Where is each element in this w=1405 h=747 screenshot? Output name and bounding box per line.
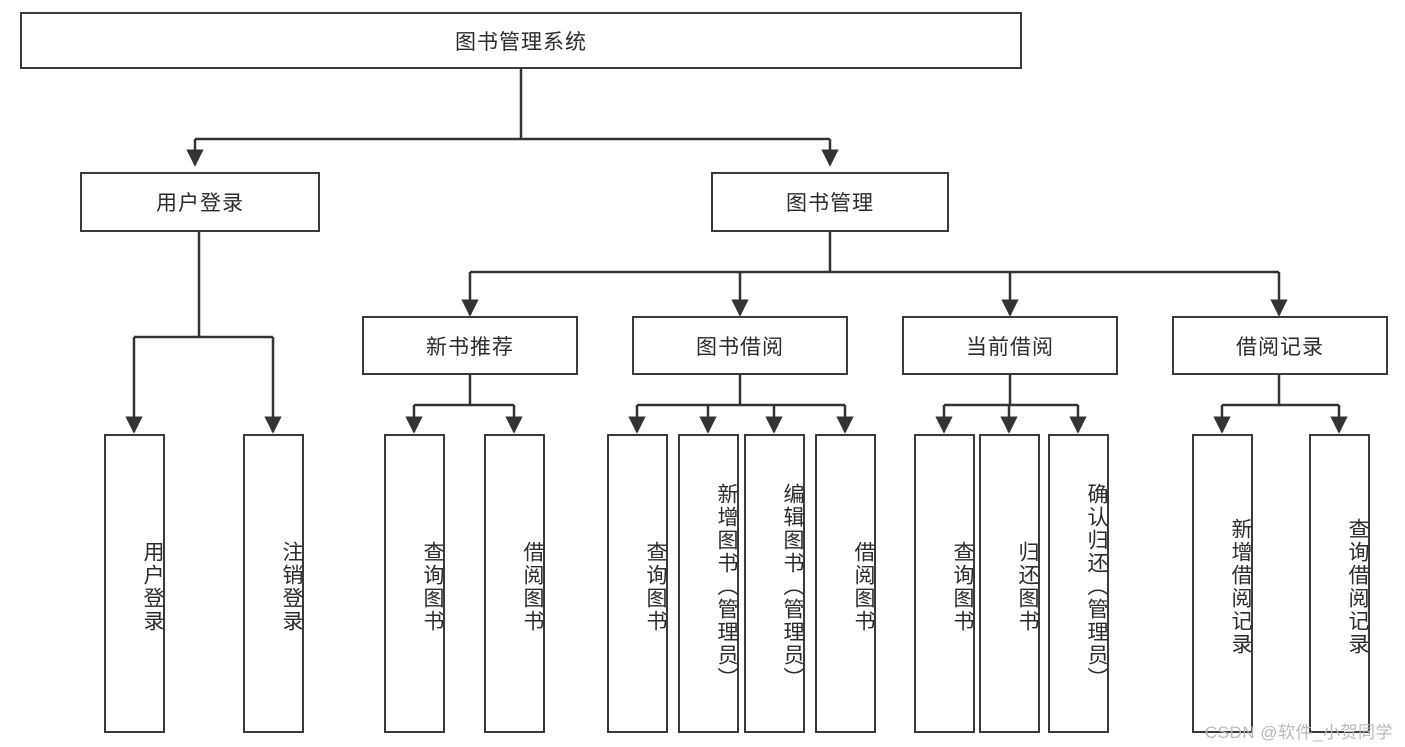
leaf-add-book-admin-label: 新增图书（管理员） bbox=[715, 483, 738, 690]
leaf-add-borrow-record[interactable]: 新增借阅记录 bbox=[1192, 434, 1253, 733]
watermark-text: CSDN @软件_小贺同学 bbox=[1204, 723, 1393, 742]
node-new-book-recommend-label: 新书推荐 bbox=[426, 335, 514, 359]
leaf-confirm-return-admin[interactable]: 确认归还（管理员） bbox=[1048, 434, 1109, 733]
leaf-query-books-current[interactable]: 查询图书 bbox=[914, 434, 975, 733]
node-new-book-recommend[interactable]: 新书推荐 bbox=[362, 316, 578, 375]
leaf-edit-book-admin[interactable]: 编辑图书（管理员） bbox=[744, 434, 805, 733]
leaf-confirm-return-admin-label: 确认归还（管理员） bbox=[1085, 483, 1108, 690]
leaf-query-books-new[interactable]: 查询图书 bbox=[384, 434, 445, 733]
leaf-query-books-current-label: 查询图书 bbox=[951, 540, 974, 633]
leaf-return-book-label: 归还图书 bbox=[1016, 540, 1039, 633]
leaf-borrow-book-label: 借阅图书 bbox=[852, 540, 875, 633]
leaf-query-borrow-record[interactable]: 查询借阅记录 bbox=[1309, 434, 1370, 733]
leaf-logout-label: 注销登录 bbox=[280, 540, 303, 633]
node-root-label: 图书管理系统 bbox=[455, 30, 587, 54]
leaf-add-borrow-record-label: 新增借阅记录 bbox=[1229, 517, 1252, 656]
node-book-management-label: 图书管理 bbox=[786, 192, 874, 215]
leaf-query-books-borrow[interactable]: 查询图书 bbox=[607, 434, 668, 733]
node-user-login-label: 用户登录 bbox=[156, 192, 244, 215]
node-root[interactable]: 图书管理系统 bbox=[20, 12, 1022, 69]
leaf-query-books-borrow-label: 查询图书 bbox=[644, 540, 667, 633]
leaf-borrow-book[interactable]: 借阅图书 bbox=[815, 434, 876, 733]
leaf-query-books-new-label: 查询图书 bbox=[421, 540, 444, 633]
node-borrow-records[interactable]: 借阅记录 bbox=[1172, 316, 1388, 375]
leaf-borrow-books-new-label: 借阅图书 bbox=[521, 540, 544, 633]
leaf-logout[interactable]: 注销登录 bbox=[243, 434, 304, 733]
node-borrow-records-label: 借阅记录 bbox=[1236, 335, 1324, 359]
node-book-management[interactable]: 图书管理 bbox=[711, 172, 949, 232]
node-current-borrow-label: 当前借阅 bbox=[966, 335, 1054, 359]
leaf-query-borrow-record-label: 查询借阅记录 bbox=[1346, 517, 1369, 656]
leaf-borrow-books-new[interactable]: 借阅图书 bbox=[484, 434, 545, 733]
node-user-login[interactable]: 用户登录 bbox=[80, 172, 320, 232]
leaf-user-login[interactable]: 用户登录 bbox=[104, 434, 165, 733]
node-book-borrow-label: 图书借阅 bbox=[696, 335, 784, 359]
leaf-edit-book-admin-label: 编辑图书（管理员） bbox=[781, 483, 804, 690]
leaf-return-book[interactable]: 归还图书 bbox=[979, 434, 1040, 733]
node-book-borrow[interactable]: 图书借阅 bbox=[632, 316, 848, 375]
leaf-user-login-label: 用户登录 bbox=[141, 540, 164, 633]
leaf-add-book-admin[interactable]: 新增图书（管理员） bbox=[678, 434, 739, 733]
node-current-borrow[interactable]: 当前借阅 bbox=[902, 316, 1118, 375]
